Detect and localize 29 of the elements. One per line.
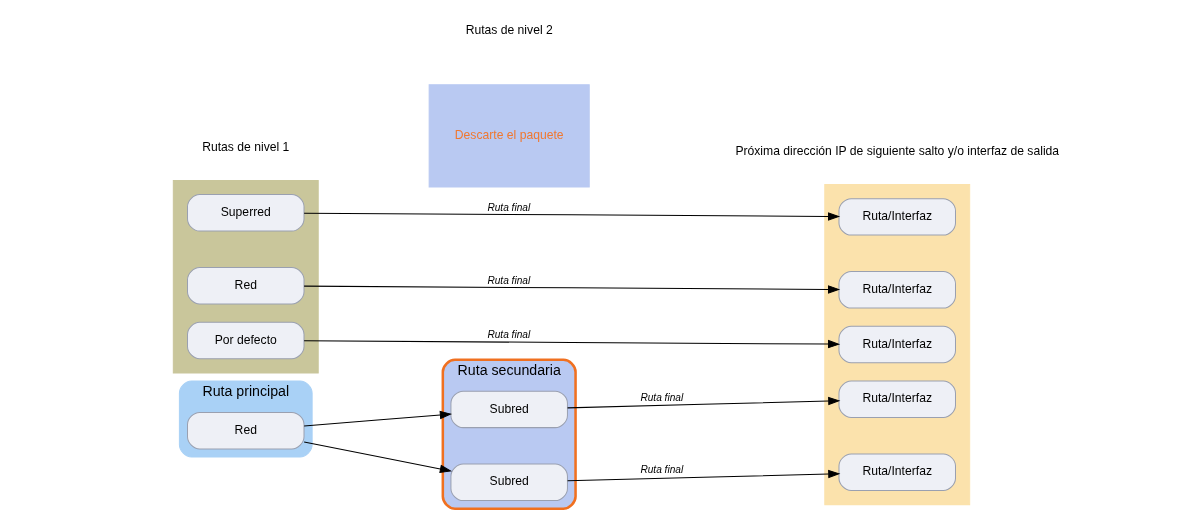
arrow — [567, 396, 841, 409]
arrow — [303, 410, 453, 427]
edge-label: Ruta final — [487, 274, 531, 286]
node-box: Por defecto — [187, 321, 305, 360]
node-box: Ruta/Interfaz — [838, 453, 956, 491]
arrow — [567, 469, 841, 482]
edge-label: Ruta final — [640, 464, 684, 476]
label: Rutas de nivel 2 — [465, 22, 553, 37]
arrow — [303, 441, 452, 474]
label: Rutas de nivel 1 — [202, 140, 290, 155]
node-box: Subred — [450, 463, 568, 502]
node-box: Superred — [187, 194, 305, 232]
edge-label: Ruta final — [487, 329, 531, 341]
arrow — [303, 285, 841, 294]
node-box: Ruta/Interfaz — [838, 198, 956, 236]
cluster — [172, 179, 319, 374]
node-box: Descarte el paquete — [428, 84, 590, 188]
label: Próxima dirección IP de siguiente salto y/o interfaz de salida — [735, 144, 1060, 159]
arrow — [303, 339, 841, 349]
node-box: Red — [187, 411, 305, 450]
node-box: Ruta/Interfaz — [838, 380, 956, 418]
edge-label: Ruta final — [487, 201, 531, 213]
node-box: Ruta/Interfaz — [838, 271, 956, 309]
edge-label: Ruta final — [640, 392, 684, 404]
node-box: Red — [187, 267, 305, 305]
node-box: Subred — [450, 390, 568, 429]
cluster — [824, 183, 971, 506]
arrow — [303, 212, 841, 221]
node-box: Ruta/Interfaz — [838, 325, 956, 364]
